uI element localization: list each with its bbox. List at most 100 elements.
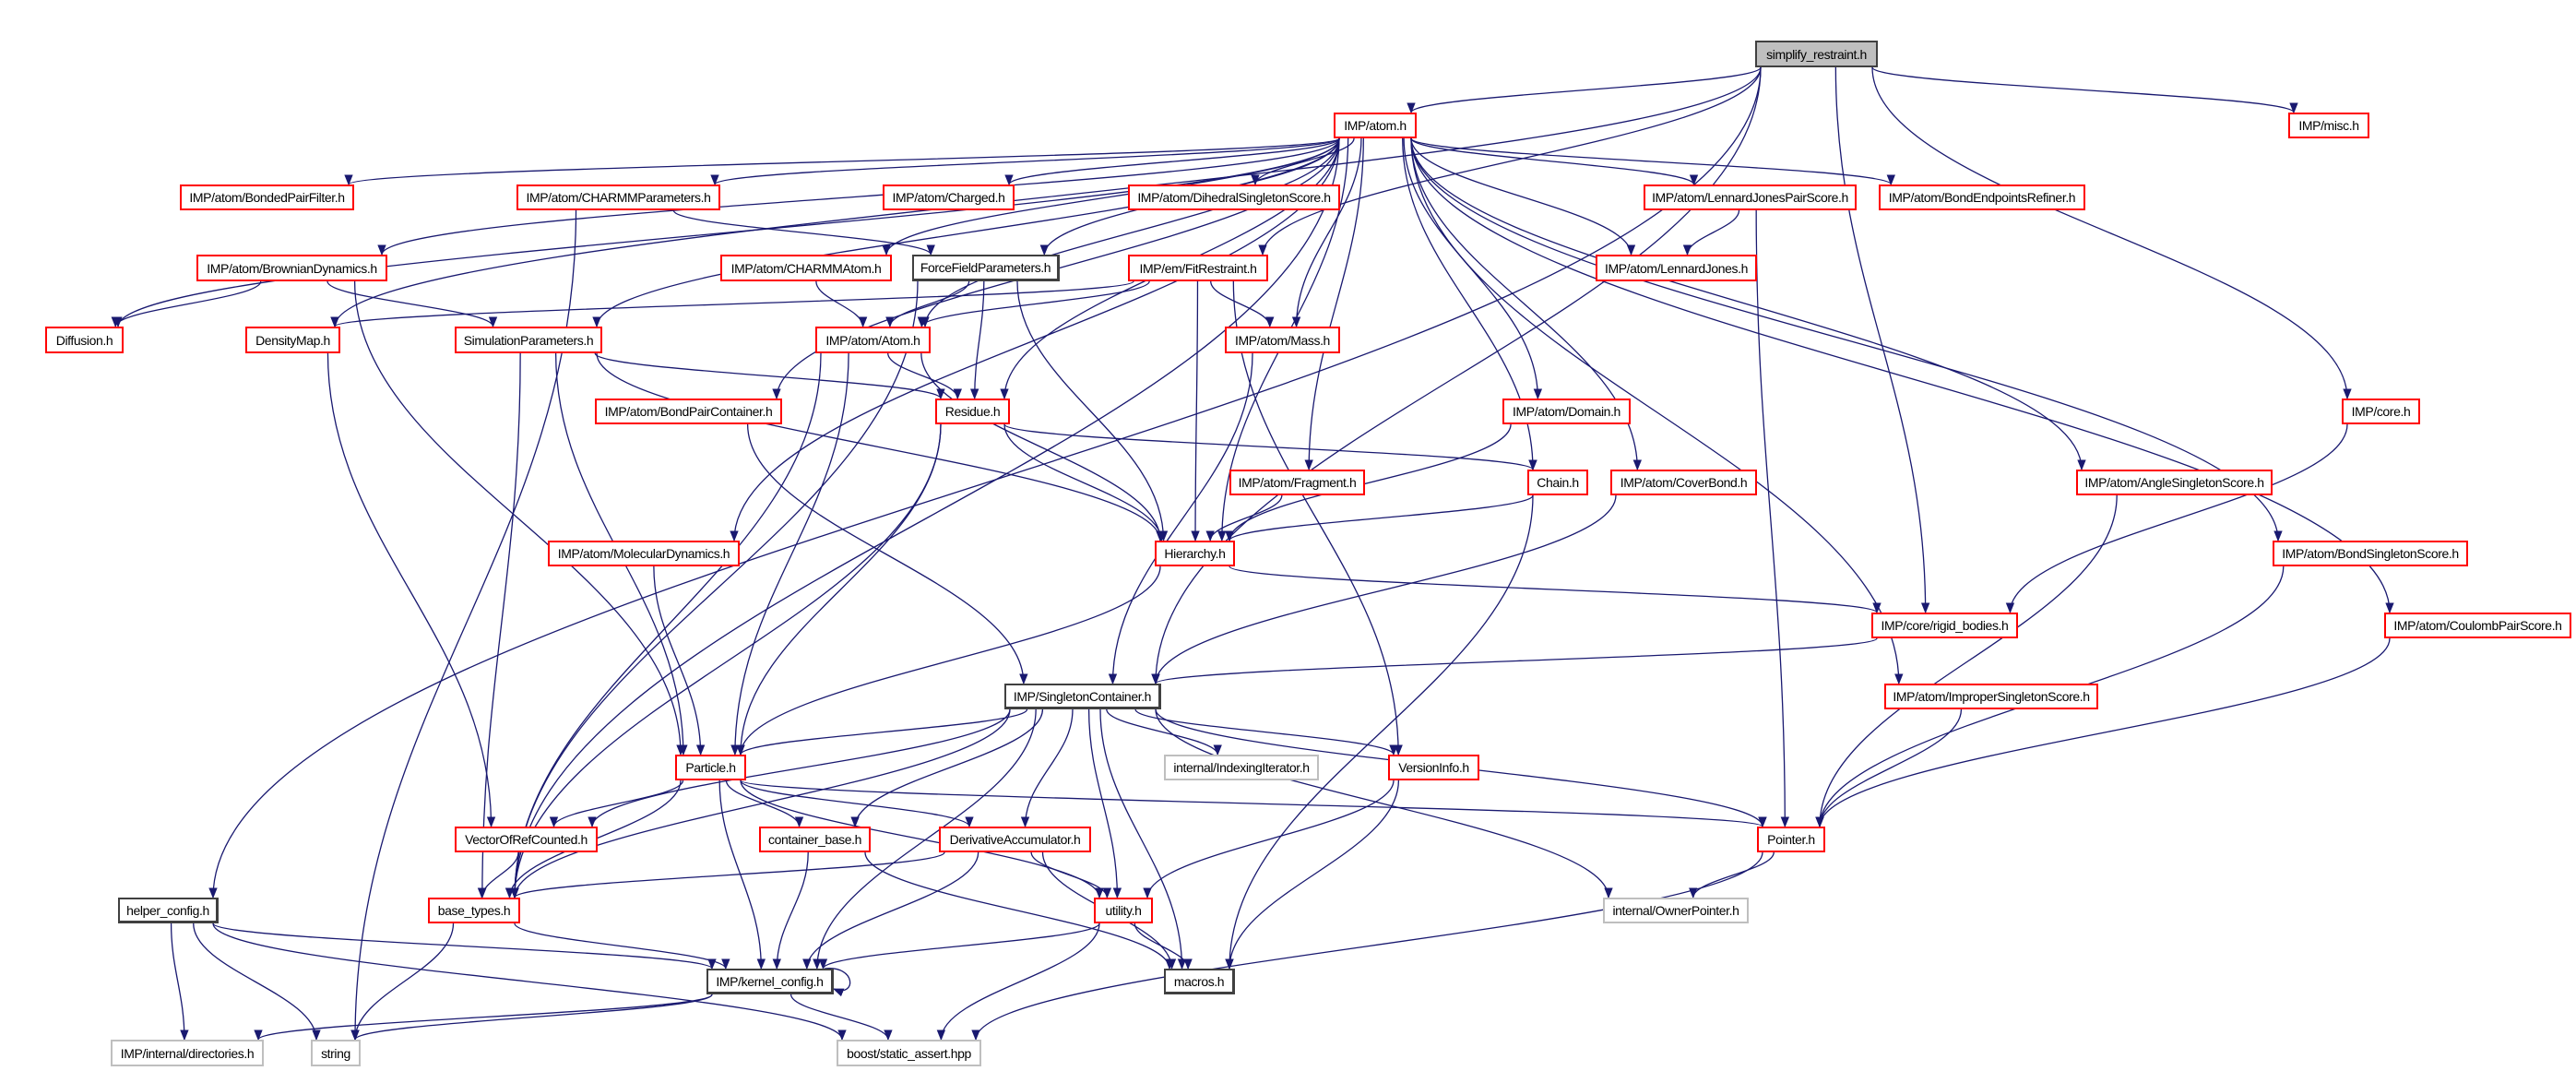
graph-node-pointer[interactable]: Pointer.h	[1757, 827, 1825, 852]
graph-node-lj[interactable]: IMP/atom/LennardJones.h	[1596, 255, 1757, 281]
edge-utility-to-kernelconfig	[818, 922, 1100, 970]
graph-node-domain[interactable]: IMP/atom/Domain.h	[1502, 399, 1631, 424]
graph-node-charmmatom[interactable]: IMP/atom/CHARMMAtom.h	[720, 255, 892, 281]
edge-brownian-to-simparams	[326, 280, 498, 328]
graph-node-vorc[interactable]: VectorOfRefCounted.h	[455, 827, 598, 852]
edge-fitrestraint-to-versioninfo	[1232, 280, 1403, 756]
edge-fitrestraint-to-atomh	[917, 280, 1150, 328]
graph-node-angle[interactable]: IMP/atom/AngleSingletonScore.h	[2076, 470, 2273, 495]
edge-singletoncont-to-particle	[736, 708, 1028, 756]
edge-hierarchy-to-particle	[736, 565, 1161, 756]
edge-particle-to-pointer	[740, 779, 1767, 828]
graph-node-improper[interactable]: IMP/atom/ImproperSingletonScore.h	[1884, 684, 2098, 709]
edge-pointer-to-ownerpointer	[1689, 851, 1775, 899]
graph-node-derivacc[interactable]: DerivativeAccumulator.h	[939, 827, 1091, 852]
edge-ffparams-to-basetypes	[510, 280, 919, 899]
graph-node-ffparams[interactable]: ForceFieldParameters.h	[912, 255, 1060, 281]
edge-pointer-to-staticassert	[971, 851, 1763, 1041]
graph-node-basetypes[interactable]: base_types.h	[428, 898, 520, 923]
edge-versioninfo-to-utility	[1143, 779, 1395, 899]
graph-node-misc[interactable]: IMP/misc.h	[2288, 113, 2369, 138]
edge-simparams-to-residue	[594, 352, 945, 400]
graph-node-atomh[interactable]: IMP/atom/Atom.h	[815, 327, 931, 353]
edge-fitrestraint-to-mass	[1210, 280, 1275, 328]
edge-core-to-rigidbodies	[2005, 423, 2348, 614]
edge-residue-to-chain	[1003, 423, 1537, 471]
edge-atom-to-ljps	[1410, 137, 1699, 186]
graph-node-hierarchy[interactable]: Hierarchy.h	[1155, 541, 1235, 566]
edge-brownian-to-particle	[353, 280, 685, 756]
graph-node-charged[interactable]: IMP/atom/Charged.h	[883, 184, 1015, 210]
graph-node-particle[interactable]: Particle.h	[675, 755, 746, 780]
edge-versioninfo-to-macros	[1225, 779, 1400, 970]
graph-node-bondedpf[interactable]: IMP/atom/BondedPairFilter.h	[180, 184, 354, 210]
edge-atom-to-lj	[1410, 137, 1636, 256]
edge-utility-to-staticassert	[936, 922, 1100, 1041]
edge-domain-to-hierarchy	[1225, 423, 1512, 542]
graph-node-brownian[interactable]: IMP/atom/BrownianDynamics.h	[196, 255, 387, 281]
graph-node-bondendpoints[interactable]: IMP/atom/BondEndpointsRefiner.h	[1879, 184, 2085, 210]
graph-node-macros[interactable]: macros.h	[1164, 969, 1235, 994]
graph-node-coverbond[interactable]: IMP/atom/CoverBond.h	[1610, 470, 1757, 495]
graph-node-diffusion[interactable]: Diffusion.h	[45, 327, 124, 353]
edge-particle-to-vorc	[549, 779, 684, 828]
graph-node-bondpaircont[interactable]: IMP/atom/BondPairContainer.h	[595, 399, 782, 424]
edge-hierarchy-to-rigidbodies	[1229, 565, 1882, 614]
graph-node-dihedral[interactable]: IMP/atom/DihedralSingletonScore.h	[1128, 184, 1340, 210]
edge-derivacc-to-basetypes	[510, 851, 945, 899]
edge-vorc-to-basetypes	[477, 851, 519, 899]
graph-node-kernelconfig[interactable]: IMP/kernel_config.h	[706, 969, 834, 994]
graph-node-singletoncont[interactable]: IMP/SingletonContainer.h	[1004, 684, 1161, 709]
graph-node-staticassert[interactable]: boost/static_assert.hpp	[837, 1040, 981, 1066]
edge-charmmparams-to-ffparams	[672, 209, 935, 256]
graph-node-simparams[interactable]: SimulationParameters.h	[455, 327, 602, 353]
edge-simparams-to-hierarchy	[596, 352, 1165, 542]
graph-node-mass[interactable]: IMP/atom/Mass.h	[1225, 327, 1340, 353]
graph-node-bondsingleton[interactable]: IMP/atom/BondSingletonScore.h	[2273, 541, 2468, 566]
graph-node-string[interactable]: string	[311, 1040, 361, 1066]
graph-node-versioninfo[interactable]: VersionInfo.h	[1388, 755, 1479, 780]
graph-node-containerbase[interactable]: container_base.h	[759, 827, 871, 852]
edge-improper-to-pointer	[1815, 708, 1963, 828]
graph-node-rigidbodies[interactable]: IMP/core/rigid_bodies.h	[1871, 613, 2018, 638]
graph-node-fitrestraint[interactable]: IMP/em/FitRestraint.h	[1128, 255, 1268, 281]
edge-moldyn-to-particle	[653, 565, 706, 756]
graph-node-simplify[interactable]: simplify_restraint.h	[1755, 41, 1878, 67]
graph-node-indexing[interactable]: internal/IndexingIterator.h	[1164, 755, 1319, 780]
graph-node-atom[interactable]: IMP/atom.h	[1334, 113, 1417, 138]
edge-ffparams-to-residue	[970, 280, 985, 400]
graph-node-chain[interactable]: Chain.h	[1527, 470, 1588, 495]
edge-coverbond-to-singletoncont	[1151, 494, 1617, 685]
edge-ljps-to-lj	[1682, 209, 1740, 256]
graph-node-charmmparams[interactable]: IMP/atom/CHARMMParameters.h	[516, 184, 720, 210]
edge-simplify-to-fitrestraint	[1258, 66, 1762, 256]
edge-residue-to-basetypes	[510, 423, 942, 899]
graph-node-fragment[interactable]: IMP/atom/Fragment.h	[1229, 470, 1365, 495]
edge-simplify-to-rigidbodies	[1834, 66, 1930, 614]
graph-node-helperconfig[interactable]: helper_config.h	[118, 898, 219, 923]
edge-basetypes-to-kernelconfig	[514, 922, 730, 970]
graph-node-ownerpointer[interactable]: internal/OwnerPointer.h	[1603, 898, 1749, 923]
edge-densitymap-to-vorc	[326, 352, 496, 828]
graph-node-directories[interactable]: IMP/internal/directories.h	[111, 1040, 264, 1066]
edge-particle-to-derivacc	[740, 779, 974, 828]
edge-simparams-to-basetypes	[478, 352, 521, 899]
edge-atomh-to-residue	[887, 352, 962, 400]
edge-charmmatom-to-atomh	[815, 280, 868, 328]
edge-containerbase-to-macros	[864, 851, 1174, 970]
edge-ljps-to-pointer	[1755, 209, 1789, 828]
edge-atom-to-basetypes	[510, 137, 1340, 899]
graph-node-densitymap[interactable]: DensityMap.h	[245, 327, 340, 353]
graph-node-core[interactable]: IMP/core.h	[2342, 399, 2420, 424]
graph-node-coulomb[interactable]: IMP/atom/CoulombPairScore.h	[2384, 613, 2571, 638]
edge-fitrestraint-to-hierarchy	[1191, 280, 1200, 542]
edge-atomh-to-basetypes	[510, 352, 822, 899]
graph-node-moldyn[interactable]: IMP/atom/MolecularDynamics.h	[548, 541, 740, 566]
edge-residue-to-hierarchy	[1003, 423, 1166, 542]
graph-node-utility[interactable]: utility.h	[1094, 898, 1153, 923]
edge-simplify-to-core	[1871, 66, 2352, 400]
graph-node-ljps[interactable]: IMP/atom/LennardJonesPairScore.h	[1644, 184, 1857, 210]
edge-ffparams-to-hierarchy	[1016, 280, 1169, 542]
graph-node-residue[interactable]: Residue.h	[935, 399, 1010, 424]
